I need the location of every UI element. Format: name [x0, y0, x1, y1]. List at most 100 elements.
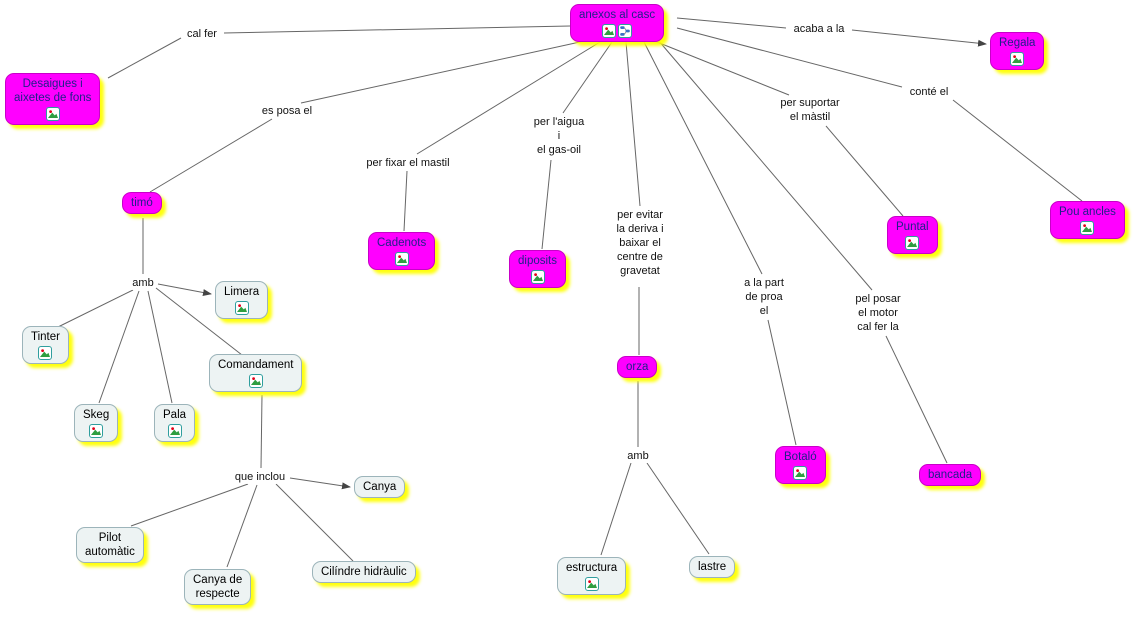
link-label-per-suportar-el-mastil[interactable]: per suportar el màstil	[779, 96, 841, 125]
concept-node-label: Pou ancles	[1059, 206, 1116, 218]
concept-node-label: timó	[131, 197, 153, 209]
resource-icon-row	[167, 424, 182, 439]
link-label-conte-el[interactable]: conté el	[908, 85, 950, 100]
image-resource-icon[interactable]	[38, 346, 53, 361]
concept-node-label: Cilíndre hidràulic	[321, 566, 407, 578]
concept-node-canya-de-respecte[interactable]: Canya de respecte	[184, 569, 252, 606]
concept-node-tinter[interactable]: Tinter	[22, 326, 69, 365]
image-resource-icon[interactable]	[234, 301, 249, 316]
resource-icon-row	[248, 374, 263, 389]
connector-line	[952, 99, 1083, 202]
image-resource-icon[interactable]	[793, 466, 808, 481]
connector-line	[562, 41, 613, 114]
concept-node-bancada[interactable]: bancada	[919, 464, 982, 487]
connector-line	[300, 39, 590, 104]
concept-node-estructura[interactable]: estructura	[557, 557, 627, 596]
connector-line	[98, 290, 140, 404]
image-resource-icon[interactable]	[530, 270, 545, 285]
concept-node-lastre[interactable]: lastre	[689, 556, 736, 579]
concept-node-timo[interactable]: timó	[122, 192, 162, 215]
connector-line	[157, 283, 212, 296]
link-label-pel-posar-el-motor[interactable]: pel posar el motor cal fer la	[854, 292, 902, 335]
link-label-amb-timo[interactable]: amb	[131, 276, 155, 291]
cmap-resource-icon[interactable]	[618, 24, 633, 39]
connector-line	[57, 289, 134, 328]
concept-node-skeg[interactable]: Skeg	[74, 404, 119, 443]
connector-line	[541, 159, 552, 250]
link-label-acaba-a-la[interactable]: acaba a la	[792, 22, 846, 37]
resource-icon-row	[602, 24, 633, 39]
link-label-cal-fer[interactable]: cal fer	[186, 27, 218, 42]
image-resource-icon[interactable]	[394, 252, 409, 267]
connector-line	[130, 483, 249, 527]
connector-line	[226, 484, 258, 568]
connector-line	[676, 27, 903, 88]
link-label-es-posa-el[interactable]: es posa el	[260, 104, 314, 119]
image-resource-icon[interactable]	[248, 374, 263, 389]
concept-node-label: Desaigues i aixetes de fons	[14, 78, 92, 105]
connector-line	[851, 29, 987, 47]
connector-line	[651, 39, 790, 96]
link-label-per-laigua-i-el-gas-oil[interactable]: per l'aigua i el gas-oil	[532, 115, 586, 158]
concept-node-label: anexos al casc	[579, 9, 656, 21]
image-resource-icon[interactable]	[1010, 52, 1025, 67]
concept-node-label: Tinter	[31, 331, 60, 343]
concept-node-botalo[interactable]: Botaló	[775, 446, 826, 485]
concept-node-orza[interactable]: orza	[617, 356, 658, 379]
resource-icon-row	[38, 346, 53, 361]
connector-line	[147, 290, 173, 404]
resource-icon-row	[584, 577, 599, 592]
connector-line	[416, 41, 601, 155]
concept-node-diposits[interactable]: diposits	[509, 250, 566, 289]
concept-node-label: bancada	[928, 469, 973, 481]
concept-node-label: Botaló	[784, 451, 817, 463]
resource-icon-row	[89, 424, 104, 439]
concept-node-label: Cadenots	[377, 237, 427, 249]
connector-line	[625, 41, 641, 207]
image-resource-icon[interactable]	[45, 107, 60, 122]
concept-node-cilindre-hidraulic[interactable]: Cilíndre hidràulic	[312, 561, 416, 584]
link-label-a-la-part-de-proa-el[interactable]: a la part de proa el	[743, 276, 785, 319]
concept-node-label: Pala	[163, 409, 187, 421]
image-resource-icon[interactable]	[905, 236, 920, 251]
concept-node-label: Skeg	[83, 409, 110, 421]
connector-line	[643, 41, 763, 275]
connector-line	[223, 25, 571, 34]
concept-node-comandament[interactable]: Comandament	[209, 354, 303, 393]
concept-node-cadenots[interactable]: Cadenots	[368, 232, 436, 271]
concept-node-desaigues[interactable]: Desaigues i aixetes de fons	[5, 73, 101, 126]
resource-icon-row	[905, 236, 920, 251]
link-label-que-inclou[interactable]: que inclou	[233, 470, 287, 485]
image-resource-icon[interactable]	[1080, 221, 1095, 236]
image-resource-icon[interactable]	[89, 424, 104, 439]
image-resource-icon[interactable]	[584, 577, 599, 592]
concept-node-pou-ancles[interactable]: Pou ancles	[1050, 201, 1125, 240]
image-resource-icon[interactable]	[602, 24, 617, 39]
concept-node-anexos-al-casc[interactable]: anexos al casc	[570, 4, 665, 43]
connector-line	[676, 17, 787, 29]
concept-node-pilot-automatic[interactable]: Pilot automàtic	[76, 527, 144, 564]
concept-node-label: Comandament	[218, 359, 294, 371]
concept-node-puntal[interactable]: Puntal	[887, 216, 938, 255]
concept-node-limera[interactable]: Limera	[215, 281, 269, 320]
connector-line	[403, 170, 408, 232]
resource-icon-row	[530, 270, 545, 285]
connector-line	[767, 319, 797, 446]
concept-node-label: diposits	[518, 255, 557, 267]
connector-line	[646, 462, 710, 555]
concept-node-canya[interactable]: Canya	[354, 476, 406, 499]
link-label-per-fixar-el-mastil[interactable]: per fixar el mastil	[365, 156, 451, 171]
connector-line	[107, 37, 182, 79]
resource-icon-row	[793, 466, 808, 481]
image-resource-icon[interactable]	[167, 424, 182, 439]
link-label-amb-orza[interactable]: amb	[626, 449, 650, 464]
concept-node-label: Canya	[363, 481, 397, 493]
resource-icon-row	[1080, 221, 1095, 236]
concept-node-regala[interactable]: Regala	[990, 32, 1045, 71]
link-label-per-evitar-la-deriva[interactable]: per evitar la deriva i baixar el centre …	[615, 208, 665, 279]
concept-node-label: Limera	[224, 286, 260, 298]
concept-node-label: Regala	[999, 37, 1036, 49]
concept-node-pala[interactable]: Pala	[154, 404, 196, 443]
